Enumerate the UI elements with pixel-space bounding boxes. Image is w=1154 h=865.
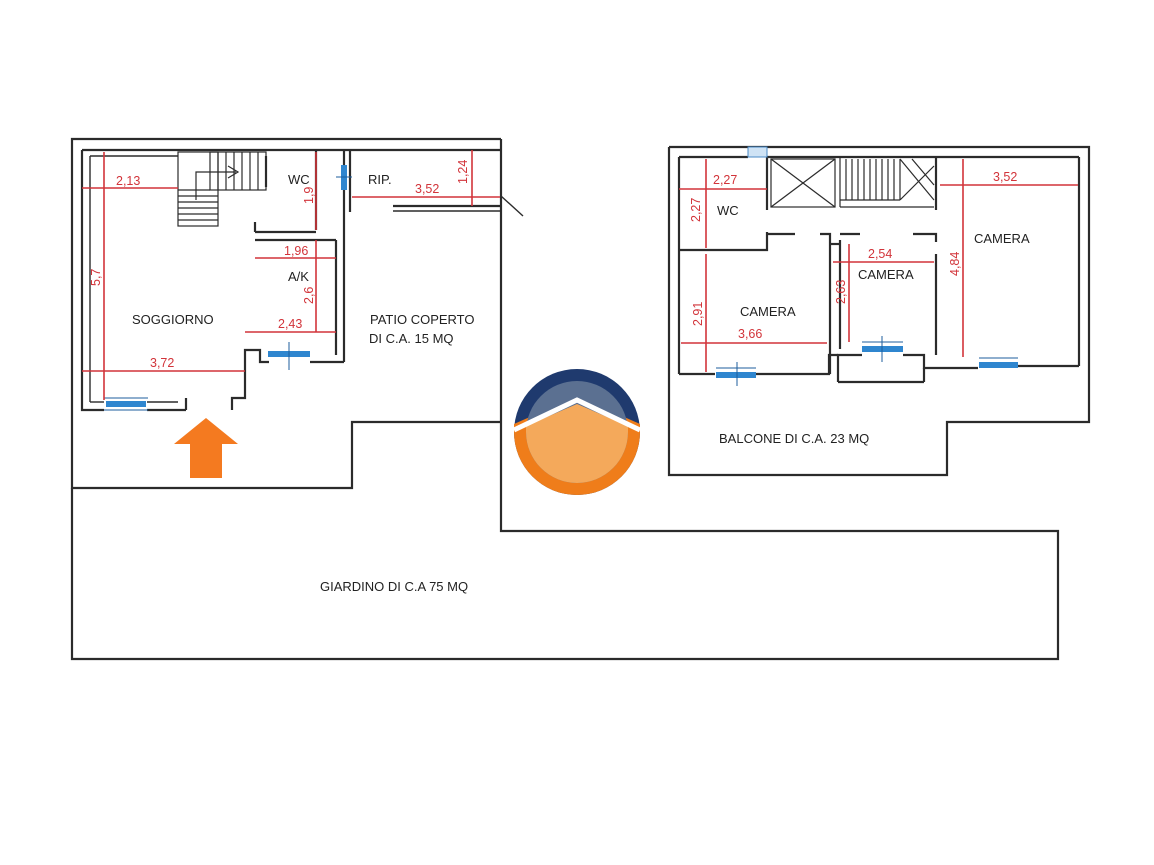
dim-bedroom-right-height: 4,84	[948, 252, 962, 276]
dim-wc-height: 2,27	[689, 198, 703, 222]
room-label-kitchen: A/K	[288, 269, 309, 284]
dim-kitchen-bottom: 2,43	[278, 317, 302, 331]
staircase-ground	[177, 151, 267, 227]
window	[747, 146, 768, 158]
window	[268, 342, 310, 370]
arrow-up-icon	[174, 418, 238, 478]
garden-outline	[70, 139, 1060, 661]
dimension-lines	[679, 159, 1078, 372]
dim-bedroom-left-height: 2,91	[691, 302, 705, 326]
room-label-patio-area: DI C.A. 15 MQ	[369, 331, 454, 346]
dim-storage-width: 3,52	[415, 182, 439, 196]
window	[979, 357, 1018, 368]
staircase-first	[770, 157, 935, 208]
dim-storage-height: 1,24	[456, 160, 470, 184]
ground-floor: 2,13 5,7 3,72 1,9 1,96 2,6 2,43 3,52 1,2…	[70, 137, 524, 490]
dim-living-height: 5,7	[89, 269, 103, 286]
room-label-bedroom-left: CAMERA	[740, 304, 796, 319]
room-label-balcony: BALCONE DI C.A. 23 MQ	[719, 431, 869, 446]
dim-bedroom-middle-height: 2,63	[834, 280, 848, 304]
dim-bedroom-left-width: 3,66	[738, 327, 762, 341]
dim-kitchen-top: 1,96	[284, 244, 308, 258]
window	[104, 397, 148, 411]
room-label-wc: WC	[717, 203, 739, 218]
dim-living-bottom: 3,72	[150, 356, 174, 370]
window	[716, 362, 756, 386]
dim-living-top: 2,13	[116, 174, 140, 188]
dim-wc-height: 1,9	[302, 187, 316, 204]
dim-bedroom-right-width: 3,52	[993, 170, 1017, 184]
window	[336, 165, 352, 190]
room-label-storage: RIP.	[368, 172, 392, 187]
dim-bedroom-middle-width: 2,54	[868, 247, 892, 261]
room-label-living: SOGGIORNO	[132, 312, 214, 327]
dimension-lines	[82, 150, 500, 400]
room-label-patio: PATIO COPERTO	[370, 312, 475, 327]
first-floor: 2,27 2,27 3,52 4,84 2,54 2,63 2,91 3,66 …	[667, 145, 1091, 477]
agency-logo-icon	[512, 369, 642, 495]
window	[862, 336, 903, 362]
room-label-bedroom-right: CAMERA	[974, 231, 1030, 246]
dim-kitchen-height: 2,6	[302, 287, 316, 304]
room-label-bedroom-middle: CAMERA	[858, 267, 914, 282]
dim-wc-width: 2,27	[713, 173, 737, 187]
room-label-wc: WC	[288, 172, 310, 187]
room-label-garden: GIARDINO DI C.A 75 MQ	[320, 579, 468, 594]
